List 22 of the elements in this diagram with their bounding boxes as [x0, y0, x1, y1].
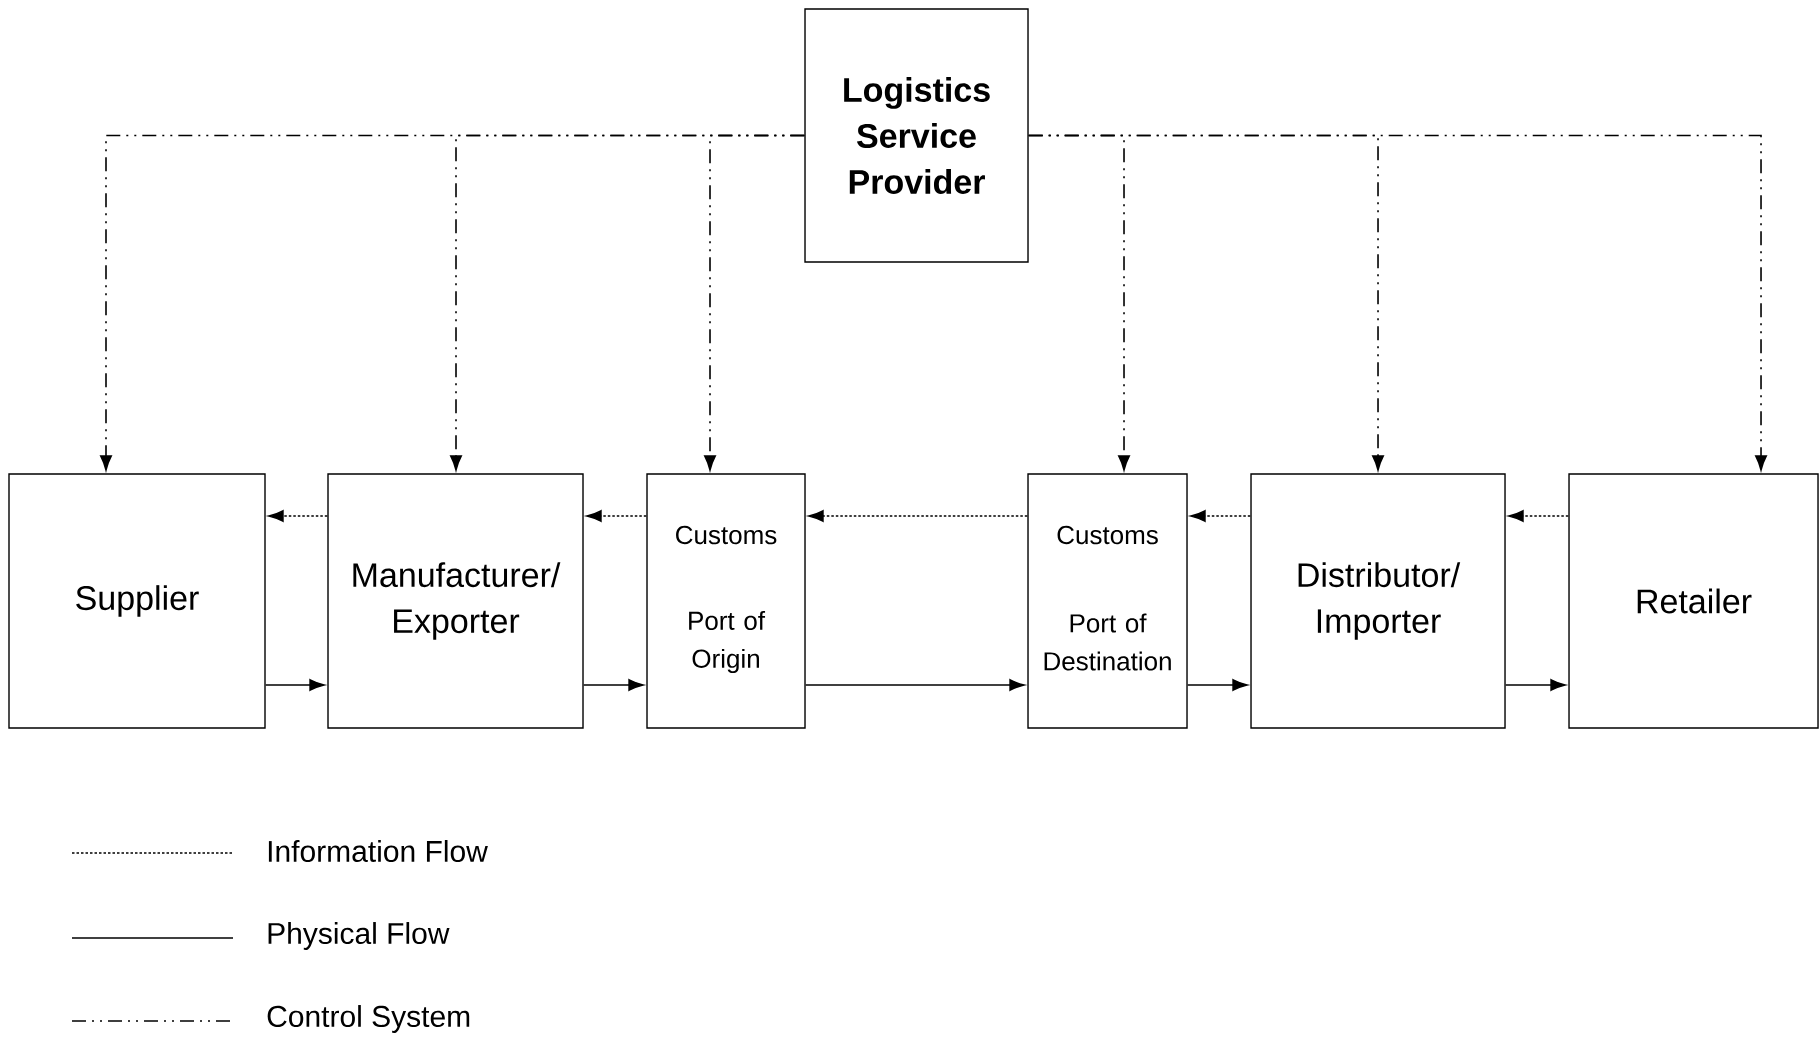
process-box: Manufacturer/ Exporter: [327, 473, 584, 729]
information-arrow: [1508, 510, 1570, 522]
legend-label: Control System: [267, 1005, 470, 1033]
process-box: Supplier: [8, 473, 266, 729]
flow-arrow: [1186, 679, 1248, 691]
control-arrow: [704, 134, 806, 471]
information-arrow: [268, 510, 329, 522]
process-box: Retailer: [1568, 473, 1819, 729]
information-arrow: [808, 510, 1029, 522]
legend-label: Information Flow: [268, 840, 488, 863]
process-box: Logistics Service Provider: [804, 8, 1029, 263]
process-box: Customs Port of Origin: [646, 473, 806, 729]
information-arrow: [1190, 510, 1252, 522]
flow-arrow: [804, 679, 1025, 691]
process-box: Distributor/ Importer: [1250, 473, 1506, 729]
process-box: Customs Port of Destination: [1027, 473, 1188, 729]
legend-label: Physical Flow: [268, 922, 450, 950]
control-arrow: [1027, 134, 1767, 471]
flow-arrow: [264, 679, 325, 691]
flow-arrow: [582, 679, 644, 691]
information-arrow: [586, 510, 648, 522]
flow-arrow: [1504, 679, 1566, 691]
